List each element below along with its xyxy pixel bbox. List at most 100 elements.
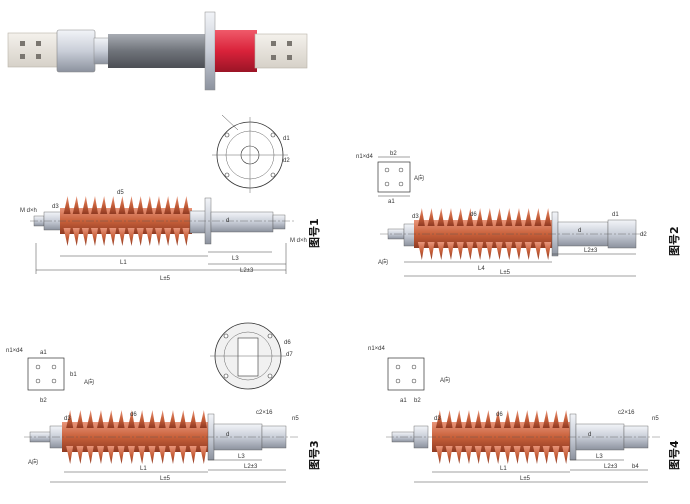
shed-fin: [107, 410, 115, 428]
fig4-sheds: [435, 410, 570, 464]
shed-fin: [164, 196, 172, 214]
fig4-label-d: d: [588, 432, 591, 438]
right-terminal-plate: [254, 33, 308, 69]
shed-fin: [199, 410, 207, 428]
shed-fin: [456, 242, 464, 260]
shed-fin: [445, 410, 453, 428]
fig3-label-b2: b2: [40, 398, 47, 404]
fig1-label-thread-right: M d×h: [290, 238, 307, 244]
shed-fin: [505, 242, 513, 260]
fig4-label-dir: A向: [440, 376, 450, 384]
fig1-right-fitting: [210, 211, 274, 233]
shed-fin: [515, 208, 522, 226]
shed-fin: [145, 196, 153, 214]
shed-fin: [495, 208, 503, 226]
fig2-dim-L4: L4: [478, 266, 485, 272]
red-sleeve: [215, 30, 257, 72]
shed-fin: [118, 228, 126, 246]
shed-fin: [117, 410, 125, 428]
shed-fin: [484, 410, 492, 428]
shed-fin: [127, 410, 135, 428]
fig4-label-d3: d3: [434, 416, 441, 422]
fig2-label-dir: A向: [414, 174, 424, 182]
shed-fin: [100, 196, 108, 214]
shed-fin: [474, 446, 482, 464]
fig4-dim-L2: L2±3: [604, 464, 618, 470]
fig2-label-d1: d1: [612, 212, 619, 218]
shed-fin: [145, 228, 153, 246]
figure-1: d1 d2 L±5 L1 L3 L2±3 d d3 d5 M d×h M d×h…: [20, 114, 321, 282]
fig4-label-a1: a1: [400, 398, 407, 404]
left-terminal-plate: [7, 32, 59, 68]
shed-fin: [76, 446, 84, 464]
fig4-caption: 图号4: [668, 440, 681, 470]
shed-fin: [179, 410, 187, 428]
shed-fin: [148, 446, 156, 464]
shed-fin: [534, 208, 542, 226]
shed-fin: [474, 410, 482, 428]
fig4-dim-L1: L1: [500, 466, 507, 472]
shed-fin: [76, 410, 84, 428]
fig3-label-n5: n5: [292, 416, 299, 422]
fig3-label-b1: b1: [70, 372, 77, 378]
shed-fin: [66, 446, 74, 464]
fig3-label-c2: c2×16: [256, 410, 273, 416]
shed-fin: [456, 208, 464, 226]
shed-fin: [100, 228, 108, 246]
fig3-dim-L2: L2±3: [244, 464, 258, 470]
shed-fin: [465, 410, 472, 428]
shed-fin: [552, 446, 560, 464]
shed-fin: [465, 446, 472, 464]
left-clamp: [56, 29, 96, 73]
shed-fin: [173, 228, 181, 246]
shed-fin: [562, 446, 570, 464]
shed-fin: [523, 410, 531, 428]
fig1-flange-view: d1 d2: [212, 114, 290, 193]
shed-fin: [127, 196, 135, 214]
shed-fin: [562, 410, 570, 428]
shed-fin: [173, 196, 181, 214]
shed-fin: [109, 196, 117, 214]
fig1-label-thread-left: M d×h: [20, 208, 37, 214]
shed-fin: [127, 228, 135, 246]
fig4-label-hole: n1×d4: [368, 346, 386, 352]
shed-fin: [427, 208, 435, 226]
shed-fin: [485, 242, 493, 260]
shed-fin: [189, 410, 197, 428]
fig4-label-b2: b2: [414, 398, 421, 404]
shed-fin: [138, 446, 146, 464]
shed-fin: [533, 410, 540, 428]
fig1-dim-L: L±5: [160, 276, 171, 282]
fig1-dim-L2: L2±3: [240, 268, 254, 274]
shed-fin: [138, 410, 146, 428]
shed-fin: [494, 446, 502, 464]
shed-fin: [455, 410, 463, 428]
shed-fin: [455, 446, 463, 464]
shed-fin: [72, 196, 80, 214]
shed-fin: [148, 410, 156, 428]
fig4-label-d6: d6: [496, 412, 503, 418]
fig1-label-d1: d1: [283, 136, 290, 142]
fig3-caption: 图号3: [308, 440, 321, 470]
shed-fin: [544, 242, 552, 260]
shed-fin: [484, 446, 492, 464]
shed-fin: [494, 410, 502, 428]
shed-fin: [476, 208, 484, 226]
fig3-label-d: d: [226, 432, 229, 438]
shed-fin: [86, 446, 94, 464]
fig2-caption: 图号2: [668, 226, 681, 256]
fig1-label-d5: d5: [117, 190, 124, 196]
fig3-label-dir: A向: [84, 378, 94, 386]
shed-fin: [91, 196, 98, 214]
shed-fin: [182, 228, 190, 246]
shed-fin: [447, 242, 454, 260]
product-photo: [7, 11, 308, 91]
fig2-right-fitting: [607, 219, 637, 249]
shed-fin: [495, 242, 503, 260]
shed-fin: [109, 228, 117, 246]
fig2-label-dir-arrow: A向: [378, 258, 388, 266]
figure-3: d6 d7 a1 b2 b1 A向 n1×d4 L1 L3 L2±3 L±5: [6, 322, 321, 483]
shed-fin: [435, 446, 443, 464]
shed-fin: [97, 410, 104, 428]
shed-fin: [466, 208, 474, 226]
